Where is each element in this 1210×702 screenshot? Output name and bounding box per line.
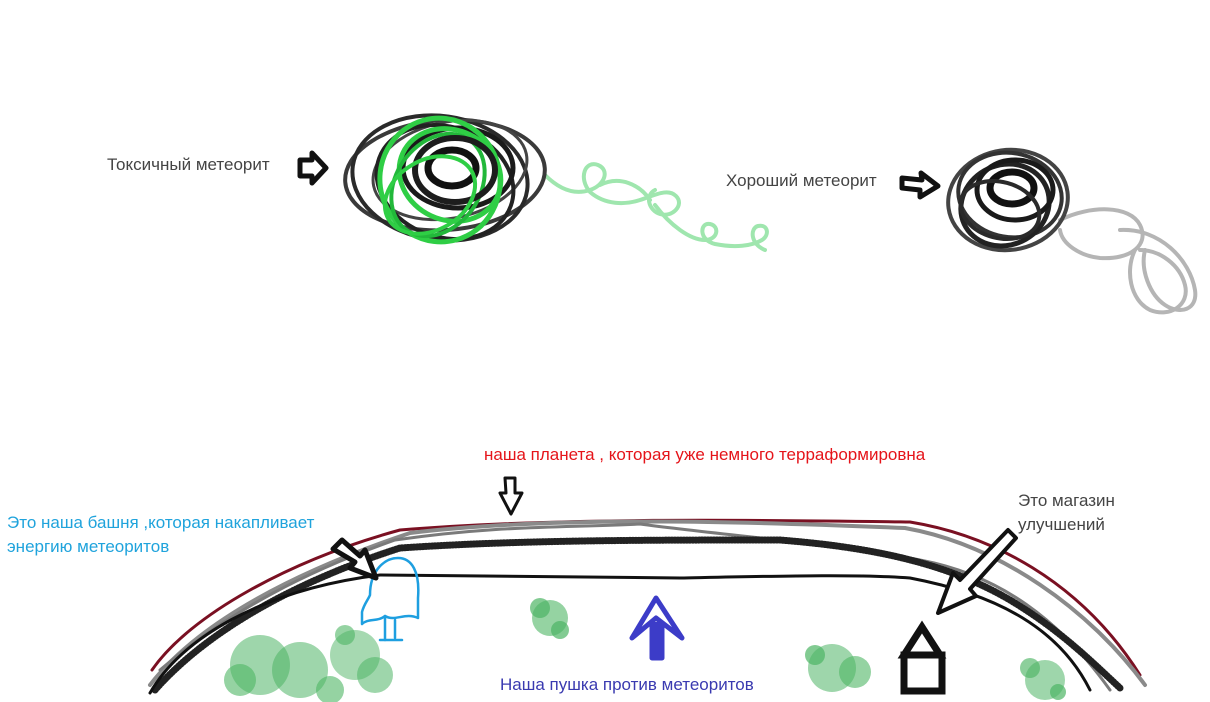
tree [1020,658,1066,700]
tower-icon [360,556,420,642]
arrow-right-icon [899,170,941,200]
tree [530,598,569,639]
shop-label-line1: Это магазин [1018,491,1115,510]
shop-label-line2: улучшений [1018,515,1105,534]
shop-label: Это магазин улучшений [1018,489,1115,537]
toxic-meteor-core [343,113,547,245]
toxic-meteor-label: Токсичный метеорит [107,155,270,174]
planet-gray-outline [148,519,1147,687]
tree [805,644,871,692]
planet-label: наша планета , которая уже немного терра… [484,445,926,464]
tower-label-line2: энергию метеоритов [7,537,170,556]
planet-gray-outline-2 [158,522,1112,692]
good-meteor-core [946,147,1070,253]
arrow-down-left-icon [936,528,1018,615]
planet [148,518,1147,695]
arrow-down-right-icon [330,537,379,581]
good-meteor-tail [1058,207,1198,315]
cannon-icon [629,595,685,661]
toxic-meteor-tail [543,162,769,252]
tree [224,635,344,702]
trees [224,598,1066,702]
tree [330,625,393,693]
planet-black-ground [148,573,1092,695]
planet-speckled-band [151,536,1124,694]
good-meteor-label: Хороший метеорит [726,171,877,190]
tower-label: Это наша башня ,которая накапливает энер… [7,511,314,559]
toxic-meteor [343,113,769,252]
good-meteor [946,147,1198,315]
arrow-down-icon [498,476,524,516]
tower-label-line1: Это наша башня ,которая накапливает [7,513,315,532]
cannon-label: Наша пушка против метеоритов [500,675,754,694]
arrow-right-icon [297,150,329,186]
shop-icon [897,620,947,695]
